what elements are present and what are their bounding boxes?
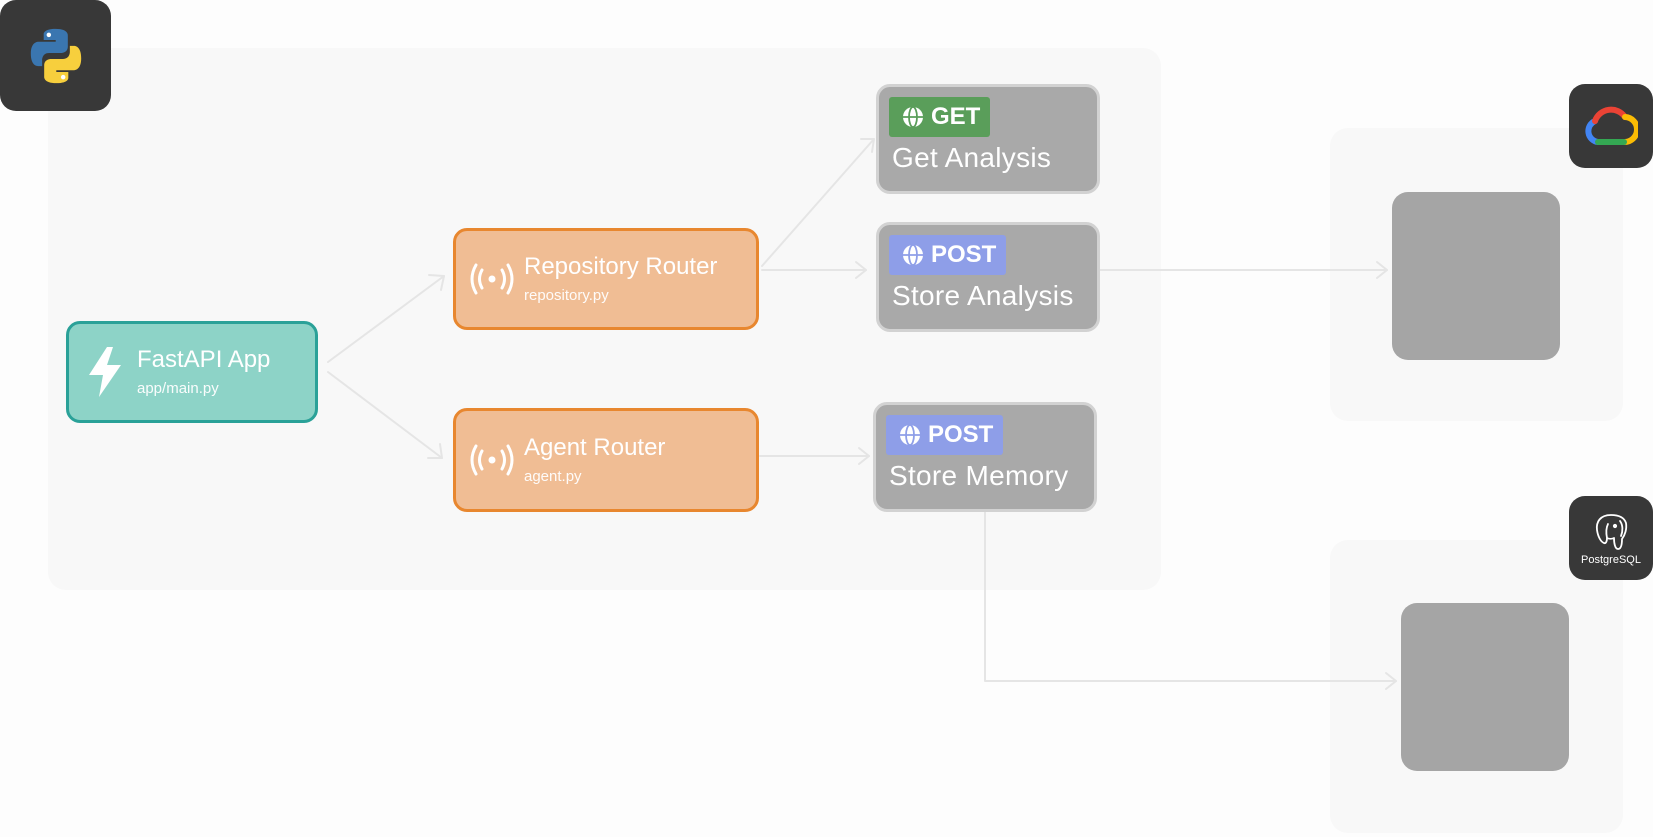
repository-router-file: repository.py [524,286,609,304]
python-logo-icon [30,28,81,83]
postgresql-badge: PostgreSQL [1569,496,1653,580]
google-cloud-badge [1569,84,1653,168]
fastapi-app-node[interactable]: FastAPI App app/main.py [66,321,318,423]
edge-fastapi-to-agent-router [327,371,443,459]
agent-router-title: Agent Router [524,434,666,462]
edge-store-memory-to-postgres-service [984,511,1397,690]
edge-fastapi-to-repository-router [327,274,445,363]
globe-icon [900,424,920,446]
store-memory-endpoint[interactable]: POST Store Memory [873,402,1097,512]
get-analysis-endpoint[interactable]: GET Get Analysis [876,84,1100,194]
postgres-service-node[interactable] [1401,603,1569,771]
edge-repository-router-to-store-analysis [761,261,867,279]
edge-repository-router-to-get-analysis [761,138,875,267]
post-method-badge: POST [886,415,1004,455]
store-memory-title: Store Memory [889,460,1069,491]
edge-agent-router-to-store-memory [759,447,870,465]
edge-store-analysis-to-gcp-service [1099,261,1388,279]
post-method-label: POST [928,421,994,448]
gcp-storage-service-node[interactable] [1392,192,1560,360]
post-method-badge: POST [889,235,1007,275]
google-cloud-logo-icon [1585,106,1638,145]
store-analysis-title: Store Analysis [892,280,1074,311]
fastapi-title: FastAPI App [137,346,271,374]
get-analysis-title: Get Analysis [892,142,1052,173]
agent-router-file: agent.py [524,467,582,485]
postgresql-elephant-icon [1595,513,1628,550]
globe-icon [903,106,923,128]
broadcast-icon [470,263,514,295]
post-method-label: POST [931,241,997,268]
store-analysis-endpoint[interactable]: POST Store Analysis [876,222,1100,332]
postgresql-label: PostgreSQL [1581,553,1641,566]
agent-router-node[interactable]: Agent Router agent.py [453,408,759,512]
repository-router-node[interactable]: Repository Router repository.py [453,228,759,330]
python-logo-badge [0,0,111,111]
fastapi-file: app/main.py [137,379,219,397]
broadcast-icon [470,444,514,476]
globe-icon [903,244,923,266]
get-method-badge: GET [889,97,991,137]
lightning-bolt-icon [89,347,121,397]
repository-router-title: Repository Router [524,253,718,281]
get-method-label: GET [931,103,981,130]
